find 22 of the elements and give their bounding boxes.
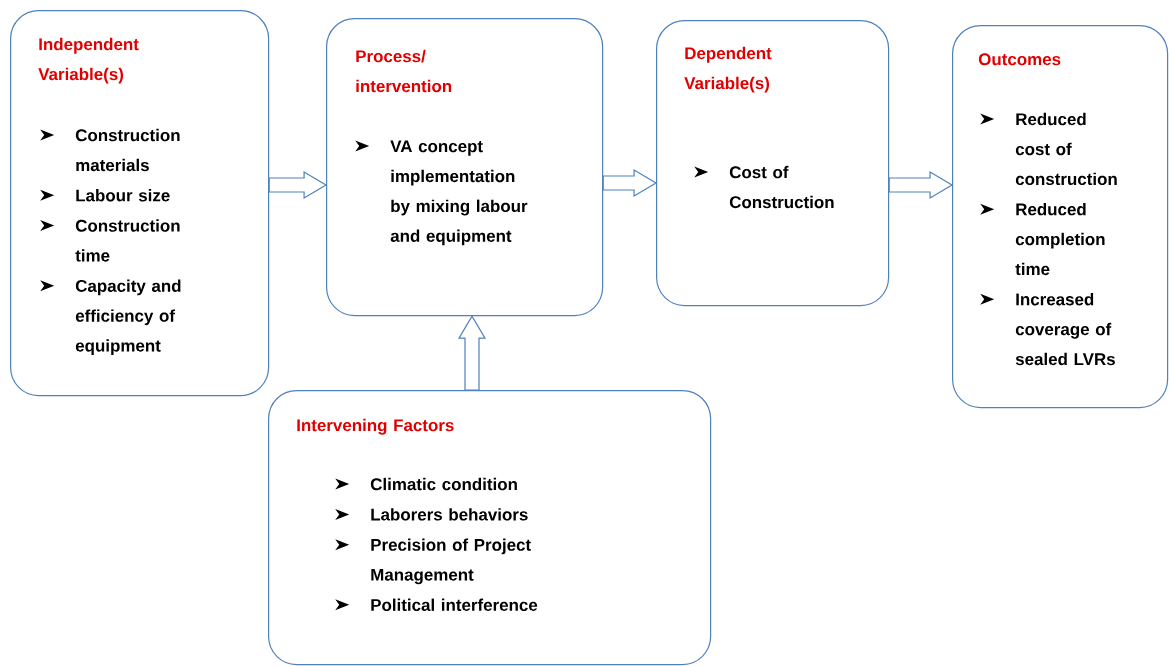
- bullet-item: Climatic condition: [335, 477, 517, 491]
- block-arrow: [268, 170, 328, 200]
- box-heading: Independent Variable(s): [38, 37, 139, 84]
- box-heading: Outcomes: [978, 53, 1061, 66]
- bullet-item: Labour size: [40, 189, 170, 202]
- bullet-item: Construction time: [40, 219, 180, 262]
- block-arrow: [888, 170, 954, 200]
- box-heading: Dependent Variable(s): [684, 46, 772, 93]
- bullet-item: Laborers behaviors: [335, 508, 528, 521]
- block-arrow: [457, 315, 487, 391]
- bullet-item: Increased coverage of sealed LVRs: [980, 293, 1115, 366]
- box-heading: Process/ intervention: [356, 49, 452, 93]
- bullet-item: Political interference: [335, 598, 538, 612]
- bullet-item: Cost of Construction: [694, 165, 834, 209]
- bullet-item: Precision of Project Management: [335, 538, 531, 585]
- block-arrow: [602, 168, 658, 198]
- box-heading: Intervening Factors: [297, 418, 454, 435]
- bullet-item: Capacity and efficiency of equipment: [40, 279, 181, 356]
- bullet-item: Reduced cost of construction: [980, 112, 1117, 186]
- bullet-item: Construction materials: [40, 128, 180, 172]
- bullet-item: VA concept implementation by mixing labour and equipment: [355, 140, 528, 246]
- bullet-item: Reduced completion time: [980, 202, 1105, 276]
